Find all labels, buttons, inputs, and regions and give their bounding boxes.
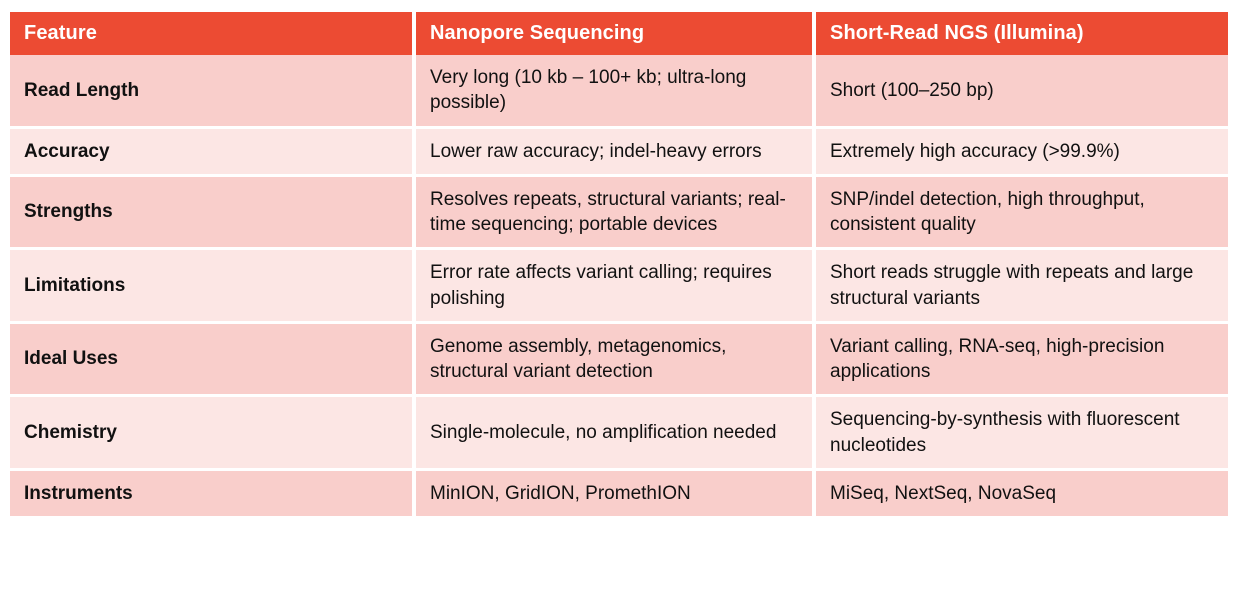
cell-feature: Ideal Uses (10, 323, 416, 398)
cell-illumina: Variant calling, RNA-seq, high-precision… (816, 323, 1228, 398)
cell-illumina: MiSeq, NextSeq, NovaSeq (816, 470, 1228, 517)
cell-nanopore: MinION, GridION, PromethION (416, 470, 816, 517)
table-row: Accuracy Lower raw accuracy; indel-heavy… (10, 128, 1228, 177)
column-header-feature: Feature (10, 12, 416, 55)
table-row: Strengths Resolves repeats, structural v… (10, 176, 1228, 251)
cell-feature: Strengths (10, 176, 416, 251)
cell-nanopore: Very long (10 kb – 100+ kb; ultra-long p… (416, 55, 816, 129)
column-header-illumina: Short-Read NGS (Illumina) (816, 12, 1228, 55)
table-header-row: Feature Nanopore Sequencing Short-Read N… (10, 12, 1228, 55)
table-row: Ideal Uses Genome assembly, metagenomics… (10, 323, 1228, 398)
comparison-table: Feature Nanopore Sequencing Short-Read N… (10, 12, 1228, 517)
cell-feature: Instruments (10, 470, 416, 517)
cell-nanopore: Genome assembly, metagenomics, structura… (416, 323, 816, 398)
table-row: Limitations Error rate affects variant c… (10, 250, 1228, 324)
cell-nanopore: Single-molecule, no amplification needed (416, 397, 816, 471)
cell-illumina: Sequencing-by-synthesis with fluorescent… (816, 397, 1228, 471)
table-row: Read Length Very long (10 kb – 100+ kb; … (10, 55, 1228, 129)
cell-illumina: SNP/indel detection, high throughput, co… (816, 176, 1228, 251)
cell-feature: Chemistry (10, 397, 416, 471)
cell-feature: Read Length (10, 55, 416, 129)
cell-feature: Limitations (10, 250, 416, 324)
table-body: Read Length Very long (10 kb – 100+ kb; … (10, 55, 1228, 517)
cell-feature: Accuracy (10, 128, 416, 177)
cell-illumina: Short (100–250 bp) (816, 55, 1228, 129)
cell-nanopore: Error rate affects variant calling; requ… (416, 250, 816, 324)
column-header-nanopore: Nanopore Sequencing (416, 12, 816, 55)
cell-illumina: Extremely high accuracy (>99.9%) (816, 128, 1228, 177)
cell-nanopore: Resolves repeats, structural variants; r… (416, 176, 816, 251)
table-row: Chemistry Single-molecule, no amplificat… (10, 397, 1228, 471)
cell-illumina: Short reads struggle with repeats and la… (816, 250, 1228, 324)
table-row: Instruments MinION, GridION, PromethION … (10, 470, 1228, 517)
cell-nanopore: Lower raw accuracy; indel-heavy errors (416, 128, 816, 177)
table-header: Feature Nanopore Sequencing Short-Read N… (10, 12, 1228, 55)
